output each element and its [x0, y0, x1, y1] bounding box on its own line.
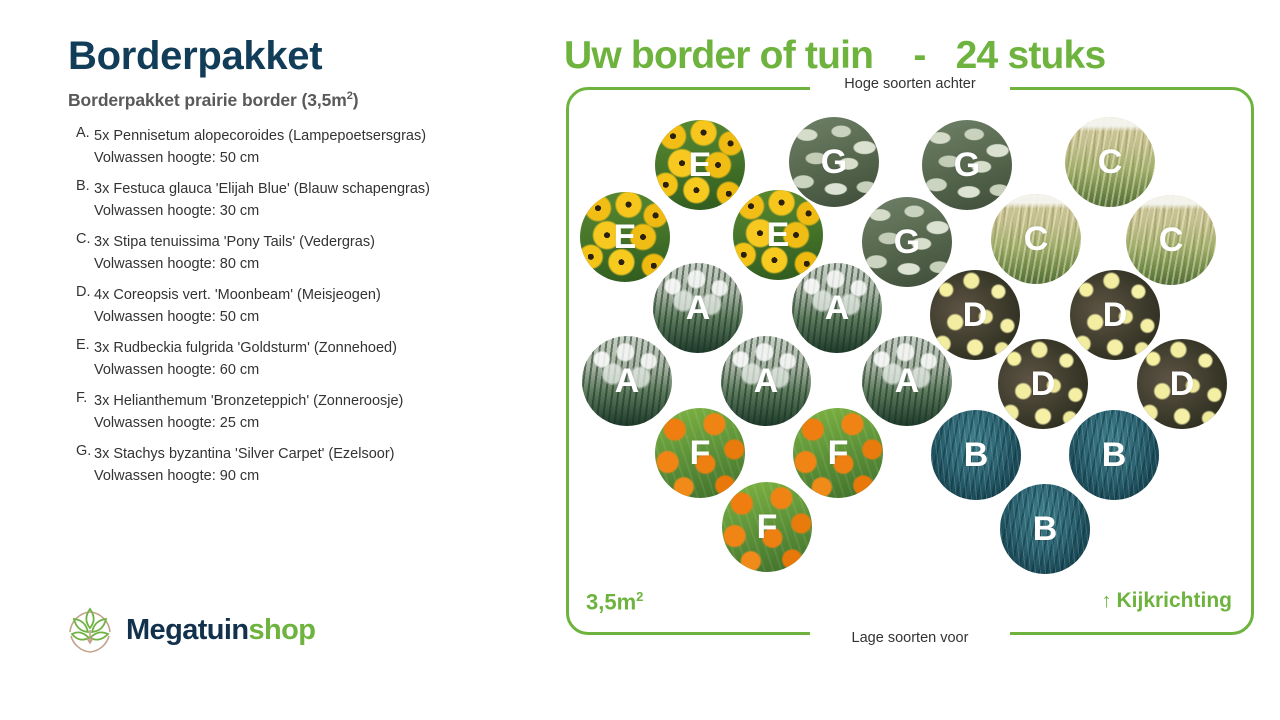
plant-body: 5x Pennisetum alopecoroides (Lampepoetse… [94, 125, 538, 169]
page-title: Borderpakket [68, 34, 323, 78]
plant-circle-c[interactable]: C [991, 194, 1081, 284]
plant-letter: D. [76, 284, 91, 301]
plant-name: 4x Coreopsis vert. 'Moonbeam' (Meisjeoge… [94, 287, 381, 304]
package-subtitle: Borderpakket prairie border (3,5m2) [68, 90, 538, 111]
plan-diagram: Hoge soorten achter Lage soorten voor 3,… [566, 76, 1254, 646]
plant-letter: C. [76, 231, 91, 248]
plant-code-label: B [1101, 436, 1127, 474]
list-item: D.4x Coreopsis vert. 'Moonbeam' (Meisjeo… [68, 284, 538, 328]
plant-photo-c [1065, 117, 1155, 207]
plant-name: 3x Festuca glauca 'Elijah Blue' (Blauw s… [94, 181, 430, 198]
plant-code-label: G [953, 146, 981, 184]
plant-code-label: A [614, 362, 640, 400]
plant-code-label: E [613, 218, 637, 256]
plant-code-label: F [689, 434, 711, 472]
plant-body: 3x Stachys byzantina 'Silver Carpet' (Ez… [94, 443, 538, 487]
subtitle-superscript: 2 [346, 90, 353, 103]
plant-circle-c[interactable]: C [1065, 117, 1155, 207]
area-value: 3,5m [586, 589, 637, 614]
area-superscript: 2 [636, 588, 644, 604]
plant-circle-e[interactable]: E [655, 120, 745, 210]
info-panel: Borderpakket Borderpakket prairie border… [68, 36, 538, 496]
plant-code-label: A [753, 362, 779, 400]
plant-photo-f [722, 482, 812, 572]
plant-height: Volwassen hoogte: 90 cm [94, 468, 260, 485]
caption-low-species-front: Lage soorten voor [841, 630, 979, 646]
plant-code-label: G [893, 223, 921, 261]
plant-code-label: D [1030, 365, 1056, 403]
logo-word-dark: Megatuin [126, 613, 249, 646]
plant-code-label: A [824, 289, 850, 327]
plant-body: 3x Rudbeckia fulgrida 'Goldsturm' (Zonne… [94, 337, 538, 381]
plant-body: 3x Stipa tenuissima 'Pony Tails' (Vederg… [94, 231, 538, 275]
garden-plan-panel: Uw border of tuin - 24 stuks Hoge soorte… [560, 36, 1260, 656]
logo-word-green: shop [248, 613, 316, 646]
plant-body: 3x Festuca glauca 'Elijah Blue' (Blauw s… [94, 178, 538, 222]
plant-code-label: F [756, 508, 778, 546]
plant-height: Volwassen hoogte: 50 cm [94, 309, 260, 326]
plant-code-label: C [1158, 221, 1184, 259]
plant-name: 3x Stipa tenuissima 'Pony Tails' (Vederg… [94, 234, 375, 251]
plant-code-label: D [1102, 296, 1128, 334]
plant-code-label: G [820, 143, 848, 181]
plant-circle-f[interactable]: F [722, 482, 812, 572]
plant-height: Volwassen hoogte: 60 cm [94, 362, 260, 379]
plant-circle-g[interactable]: G [922, 120, 1012, 210]
plant-body: 3x Helianthemum 'Bronzeteppich' (Zonnero… [94, 390, 538, 434]
plant-code-label: B [1032, 510, 1058, 548]
subtitle-prefix: Borderpakket prairie border (3,5m [68, 90, 347, 110]
plant-height: Volwassen hoogte: 80 cm [94, 256, 260, 273]
list-item: G.3x Stachys byzantina 'Silver Carpet' (… [68, 443, 538, 487]
plant-height: Volwassen hoogte: 30 cm [94, 203, 260, 220]
plant-code-label: A [685, 289, 711, 327]
plant-height: Volwassen hoogte: 25 cm [94, 415, 260, 432]
plant-name: 3x Helianthemum 'Bronzeteppich' (Zonnero… [94, 393, 404, 410]
plant-circle-e[interactable]: E [733, 190, 823, 280]
view-direction-label: ↑ Kijkrichting [1101, 589, 1232, 613]
plant-circle-b[interactable]: B [1000, 484, 1090, 574]
list-item: F. 3x Helianthemum 'Bronzeteppich' (Zonne… [68, 390, 538, 434]
plant-name: 5x Pennisetum alopecoroides (Lampepoetse… [94, 128, 427, 144]
list-item: B.3x Festuca glauca 'Elijah Blue' (Blauw… [68, 178, 538, 222]
up-arrow-icon: ↑ [1101, 590, 1112, 612]
plant-code-label: A [894, 362, 920, 400]
subtitle-suffix: ) [352, 90, 359, 110]
plant-code-label: D [1169, 365, 1195, 403]
plant-code-label: C [1097, 143, 1123, 181]
area-label: 3,5m2 [586, 589, 643, 615]
list-item: C.3x Stipa tenuissima 'Pony Tails' (Vede… [68, 231, 538, 275]
plant-body: 4x Coreopsis vert. 'Moonbeam' (Meisjeoge… [94, 284, 538, 328]
megatuinshop-logo[interactable]: Megatuinshop [60, 600, 316, 660]
plant-code-label: B [963, 436, 989, 474]
plant-code-label: D [962, 296, 988, 334]
plant-letter: A. [76, 125, 90, 141]
plant-list: A.5x Pennisetum alopecoroides (Lampepoet… [68, 125, 538, 487]
plant-code-label: F [827, 434, 849, 472]
plant-letter: B. [76, 178, 90, 195]
plant-code-label: C [1023, 220, 1049, 258]
plant-photo-b [1000, 484, 1090, 574]
list-item: A.5x Pennisetum alopecoroides (Lampepoet… [68, 125, 538, 169]
plant-letter: F. [76, 390, 88, 407]
plant-letter: E. [76, 337, 90, 354]
plant-photo-c [991, 194, 1081, 284]
list-item: E.3x Rudbeckia fulgrida 'Goldsturm' (Zon… [68, 337, 538, 381]
plant-circle-f[interactable]: F [793, 408, 883, 498]
leaf-logo-icon [69, 607, 111, 653]
plant-name: 3x Rudbeckia fulgrida 'Goldsturm' (Zonne… [94, 340, 397, 357]
plant-height: Volwassen hoogte: 50 cm [94, 150, 260, 167]
plant-code-label: E [766, 216, 790, 254]
plant-circle-g[interactable]: G [789, 117, 879, 207]
plant-name: 3x Stachys byzantina 'Silver Carpet' (Ez… [94, 446, 395, 463]
plan-title: Uw border of tuin - 24 stuks [564, 34, 1106, 77]
plant-letter: G. [76, 443, 92, 460]
plant-photo-e [655, 120, 745, 210]
caption-tall-species-back: Hoge soorten achter [834, 76, 986, 92]
plant-code-label: E [688, 146, 712, 184]
logo-wordmark: Megatuinshop [126, 613, 316, 647]
plant-circle-b[interactable]: B [931, 410, 1021, 500]
view-direction-text: Kijkrichting [1116, 589, 1232, 612]
